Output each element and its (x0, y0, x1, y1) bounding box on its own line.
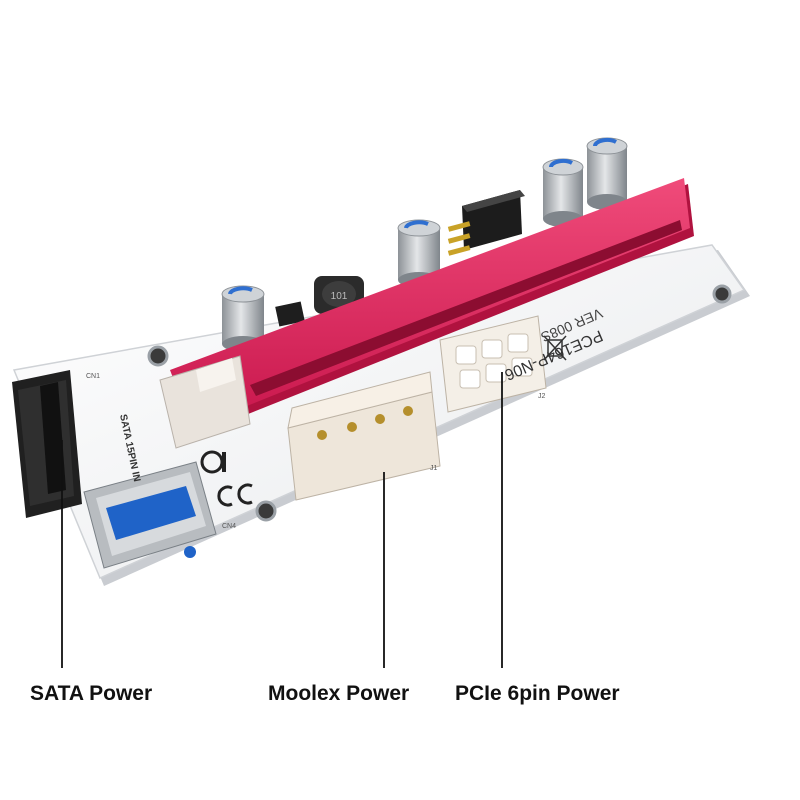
ce-mark-icon (217, 483, 253, 507)
pcie-6pin-power-label: PCIe 6pin Power (455, 682, 620, 705)
mounting-hole (147, 284, 732, 522)
recycle-bin-icon (543, 335, 567, 361)
ic-chip (275, 301, 305, 327)
svg-text:CN1: CN1 (86, 373, 100, 380)
voltage-regulator (447, 190, 525, 256)
slot-latch (159, 355, 251, 449)
molex-power-label: Moolex Power (268, 682, 410, 705)
sata-power-connector (12, 370, 82, 518)
svg-text:CN4: CN4 (222, 523, 236, 530)
callout-line (61, 372, 503, 668)
sata-power-label: SATA Power (30, 682, 153, 705)
usb3-port (83, 461, 217, 569)
pcie-x16-slot (170, 178, 694, 434)
capacitor (542, 158, 584, 227)
svg-text:J1: J1 (430, 465, 438, 472)
svg-text:J2: J2 (538, 393, 546, 400)
fc-mark-icon (200, 450, 226, 474)
capacitor (586, 137, 628, 210)
svg-text:101: 101 (331, 291, 348, 302)
pcie-6pin-power-connector (439, 315, 547, 413)
molex-power-connector (287, 371, 441, 501)
